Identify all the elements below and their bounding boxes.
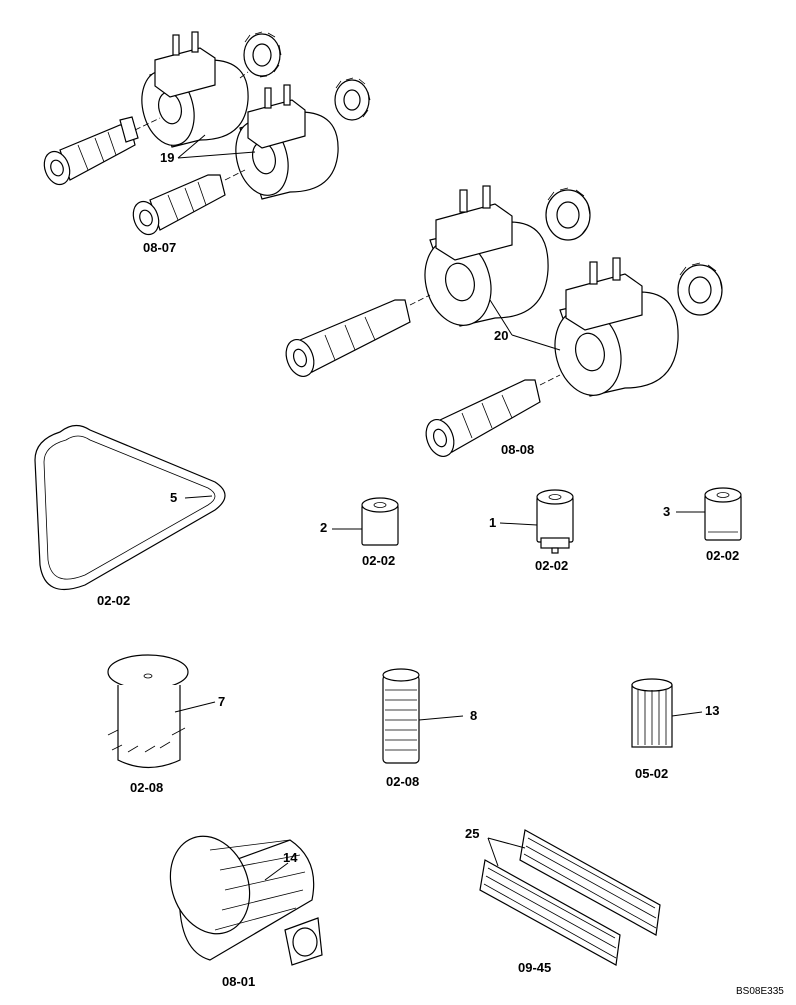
drive-belt xyxy=(34,424,226,591)
coil-nut-lower-1 xyxy=(545,187,591,241)
ref-filter-1: 02-02 xyxy=(535,558,568,573)
ref-suction-filter: 08-01 xyxy=(222,974,255,989)
ref-08-07: 08-07 xyxy=(143,240,176,255)
fuel-strainer xyxy=(107,654,216,769)
callout-13: 13 xyxy=(705,703,719,718)
suction-filter xyxy=(169,835,323,966)
mesh-filter xyxy=(382,668,464,764)
ref-08-08: 08-08 xyxy=(501,442,534,457)
coil-nut-upper-2 xyxy=(334,77,371,121)
callout-14: 14 xyxy=(283,850,298,865)
fuel-filter-2 xyxy=(332,497,399,546)
solenoid-cartridge-upper-1 xyxy=(43,116,139,186)
callout-7: 7 xyxy=(218,694,225,709)
solenoid-assembly-lower xyxy=(285,185,723,457)
ref-mesh-filter: 02-08 xyxy=(386,774,419,789)
image-code: BS08E335 xyxy=(736,986,784,997)
coil-nut-upper-1 xyxy=(243,31,282,78)
solenoid-coil-lower-1 xyxy=(424,185,549,327)
solenoid-coil-lower-2 xyxy=(554,257,679,397)
ref-filter-2: 02-02 xyxy=(362,553,395,568)
fuel-filter-3 xyxy=(676,487,742,541)
callout-25: 25 xyxy=(465,826,479,841)
callout-8: 8 xyxy=(470,708,477,723)
solenoid-cartridge-lower-2 xyxy=(425,379,541,457)
hydraulic-filter xyxy=(631,678,703,748)
callout-1: 1 xyxy=(489,515,496,530)
filter-pads xyxy=(479,829,661,966)
solenoid-coil-upper-2 xyxy=(235,84,339,200)
ref-filter-3: 02-02 xyxy=(706,548,739,563)
solenoid-assembly-upper xyxy=(43,31,371,236)
solenoid-cartridge-upper-2 xyxy=(132,174,226,236)
solenoid-coil-upper-1 xyxy=(141,31,249,148)
callout-3: 3 xyxy=(663,504,670,519)
ref-hydraulic-filter: 05-02 xyxy=(635,766,668,781)
fuel-filter-1 xyxy=(499,489,574,554)
ref-strainer: 02-08 xyxy=(130,780,163,795)
coil-nut-lower-2 xyxy=(677,262,723,316)
callout-2: 2 xyxy=(320,520,327,535)
callout-19: 19 xyxy=(160,150,174,165)
callout-5: 5 xyxy=(170,490,177,505)
ref-belt: 02-02 xyxy=(97,593,130,608)
solenoid-cartridge-lower-1 xyxy=(285,299,411,377)
ref-filter-pads: 09-45 xyxy=(518,960,551,975)
callout-20: 20 xyxy=(494,328,508,343)
